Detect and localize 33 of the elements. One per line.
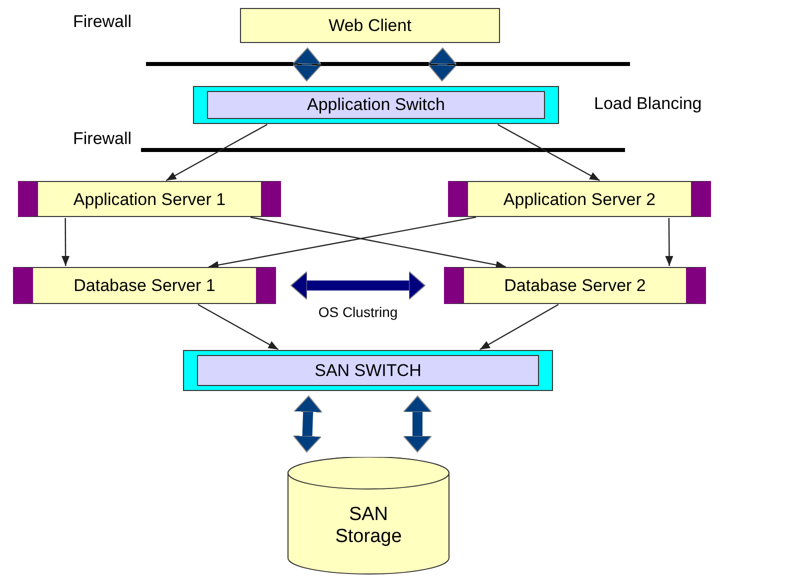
double-arrow	[428, 48, 457, 82]
switch-label: SAN SWITCH	[197, 355, 539, 386]
double-arrow	[290, 271, 426, 300]
server-box	[444, 267, 706, 304]
arrow	[665, 218, 674, 266]
firewall-label: Firewall	[73, 129, 132, 149]
storage-cylinder	[287, 457, 450, 575]
node-label: SAN Storage	[334, 504, 403, 548]
server-box	[448, 181, 711, 217]
double-arrow	[292, 48, 322, 82]
node-label: Database Server 1	[72, 277, 216, 294]
arrow	[497, 124, 600, 182]
node-label: Web Client	[328, 16, 412, 36]
node-label: Database Server 2	[503, 277, 647, 294]
edge-label: OS Clustring	[318, 304, 398, 320]
arrow	[166, 124, 268, 182]
double-arrow	[292, 396, 323, 452]
server-box	[18, 181, 281, 217]
client-box	[240, 8, 500, 43]
side-note: Load Blancing	[594, 94, 702, 114]
node-label: Application Server 1	[72, 190, 227, 208]
arrow	[198, 304, 279, 350]
arrow	[62, 218, 70, 266]
node-label: Application Server 2	[502, 190, 657, 208]
arrow	[480, 304, 559, 350]
switch-box	[193, 86, 559, 124]
arrow	[250, 216, 506, 269]
server-box	[13, 267, 276, 304]
switch-label: Application Switch	[207, 91, 545, 119]
double-arrow	[402, 396, 432, 452]
arrow	[208, 216, 476, 269]
switch-box	[183, 350, 553, 391]
firewall-label: Firewall	[73, 12, 132, 32]
